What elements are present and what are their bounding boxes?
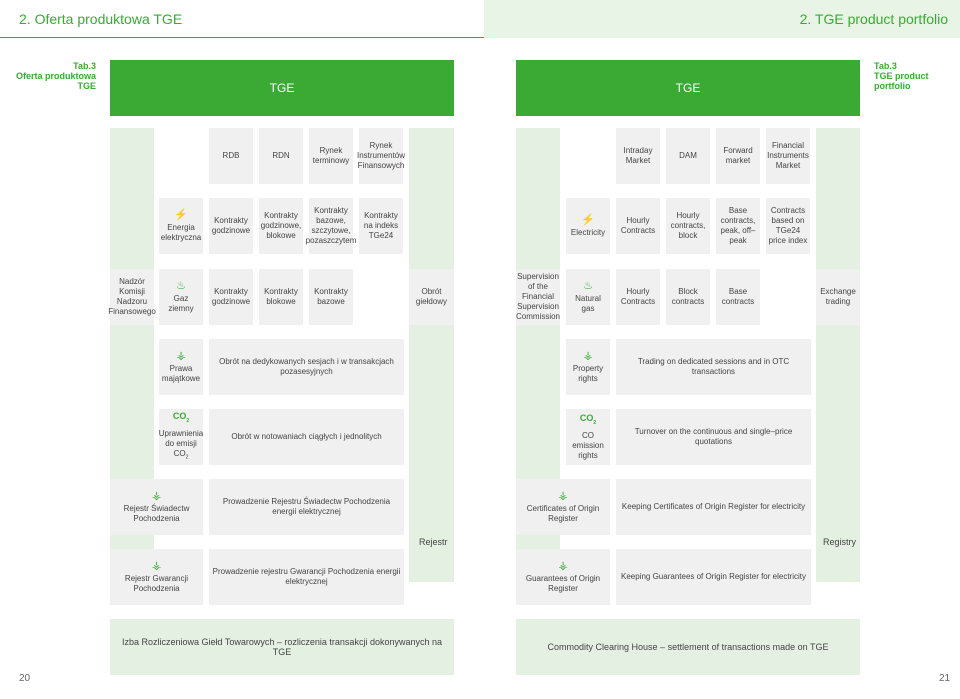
left-market-forward: Rynek terminowy: [309, 128, 353, 184]
left-energy-product-3: Kontrakty bazowe, szczytowe, pozaszczyte…: [306, 198, 356, 254]
tower-icon: ⚶: [151, 490, 162, 502]
tower-icon: ⚶: [151, 560, 162, 572]
left-emission-desc: Obrót w notowaniach ciągłych i jednolity…: [209, 409, 404, 465]
left-gas-product-1: Kontrakty godzinowe: [209, 269, 253, 325]
right-energy-product-2: Hourly contracts, block: [666, 198, 710, 254]
left-market-rdn: RDN: [259, 128, 303, 184]
right-supervisor: Supervision of the Financial Supervision…: [516, 269, 560, 325]
co2-icon: CO2: [579, 413, 597, 426]
left-registry-label: Rejestr: [419, 537, 448, 547]
right-reg1-desc: Keeping Certificates of Origin Register …: [616, 479, 811, 535]
right-gas-product-3: Base contracts: [716, 269, 760, 325]
right-exchange: Exchange trading: [816, 269, 860, 325]
left-energy-label: ⚡ Energia elektryczna: [159, 198, 203, 254]
right-energy-product-4: Contracts based on TGe24 price index: [766, 198, 810, 254]
tower-icon: ⚶: [558, 560, 568, 572]
left-clearing: Izba Rozliczeniowa Giełd Towarowych – ro…: [110, 619, 454, 675]
right-market-intraday: Intraday Market: [616, 128, 660, 184]
left-energy-product-4: Kontrakty na indeks TGe24: [359, 198, 403, 254]
tower-icon: ⚶: [176, 350, 186, 362]
right-header: 2. TGE product portfolio: [799, 11, 948, 27]
co2-icon: CO2: [172, 411, 190, 425]
left-reg2-label: ⚶ Rejestr Gwarancji Pochodzenia: [110, 549, 203, 605]
left-page-number: 20: [19, 673, 31, 684]
right-energy-label: ⚡ Electricity: [566, 198, 610, 254]
left-property-desc: Obrót na dedykowanych sesjach i w transa…: [209, 339, 404, 395]
right-property-desc: Trading on dedicated sessions and in OTC…: [616, 339, 811, 395]
tower-icon: ⚶: [558, 490, 568, 502]
left-gas-product-3: Kontrakty bazowe: [309, 269, 353, 325]
flame-icon: ♨: [176, 280, 186, 292]
right-page-number: 21: [939, 673, 951, 684]
right-tge-banner: TGE: [516, 60, 860, 116]
left-exchange: Obrót giełdowy: [409, 269, 454, 325]
right-market-financial: Financial Instruments Market: [766, 128, 810, 184]
right-gas-label: ♨ Natural gas: [566, 269, 610, 325]
left-gas-label: ♨ Gaz ziemny: [159, 269, 203, 325]
lightning-icon: ⚡: [581, 214, 595, 226]
left-header-line: [0, 37, 484, 38]
lightning-icon: ⚡: [174, 209, 188, 221]
left-right-column: [409, 128, 454, 582]
right-emission-label: CO2 CO emission rights: [566, 409, 610, 465]
right-tab-label: Tab.3 TGE product portfolio: [874, 61, 929, 91]
left-reg1-label: ⚶ Rejestr Świadectw Pochodzenia: [110, 479, 203, 535]
right-market-forward: Forward market: [716, 128, 760, 184]
right-reg2-label: ⚶ Guarantees of Origin Register: [516, 549, 610, 605]
right-reg2-desc: Keeping Guarantees of Origin Register fo…: [616, 549, 811, 605]
left-supervisor: Nadzór Komisji Nadzoru Finansowego: [108, 269, 156, 325]
right-reg1-label: ⚶ Certificates of Origin Register: [516, 479, 610, 535]
left-property-label: ⚶ Prawa majątkowe: [159, 339, 203, 395]
right-gas-product-2: Block contracts: [666, 269, 710, 325]
right-property-label: ⚶ Property rights: [566, 339, 610, 395]
right-energy-product-1: Hourly Contracts: [616, 198, 660, 254]
right-energy-product-3: Base contracts, peak, off–peak: [716, 198, 760, 254]
right-market-dam: DAM: [666, 128, 710, 184]
left-tab-label: Tab.3 Oferta produktowa TGE: [15, 61, 96, 91]
left-gas-product-2: Kontrakty blokowe: [259, 269, 303, 325]
right-registry-label: Registry: [823, 537, 857, 547]
left-reg1-desc: Prowadzenie Rejestru Świadectw Pochodzen…: [209, 479, 404, 535]
left-energy-product-2: Kontrakty godzinowe, blokowe: [259, 198, 303, 254]
right-right-column: [816, 128, 860, 582]
flame-icon: ♨: [583, 280, 593, 292]
left-reg2-desc: Prowadzenie rejestru Gwarancji Pochodzen…: [209, 549, 404, 605]
left-market-rdb: RDB: [209, 128, 253, 184]
right-emission-desc: Turnover on the continuous and single–pr…: [616, 409, 811, 465]
left-emission-label: CO2 Uprawnienia do emisji CO2: [159, 409, 203, 465]
right-gas-product-1: Hourly Contracts: [616, 269, 660, 325]
left-header: 2. Oferta produktowa TGE: [19, 11, 183, 27]
tower-icon: ⚶: [583, 350, 593, 362]
right-clearing: Commodity Clearing House – settlement of…: [516, 619, 860, 675]
left-tge-banner: TGE: [110, 60, 454, 116]
left-energy-product-1: Kontrakty godzinowe: [209, 198, 253, 254]
left-market-financial: Rynek Instrumentów Finansowych: [357, 128, 405, 184]
